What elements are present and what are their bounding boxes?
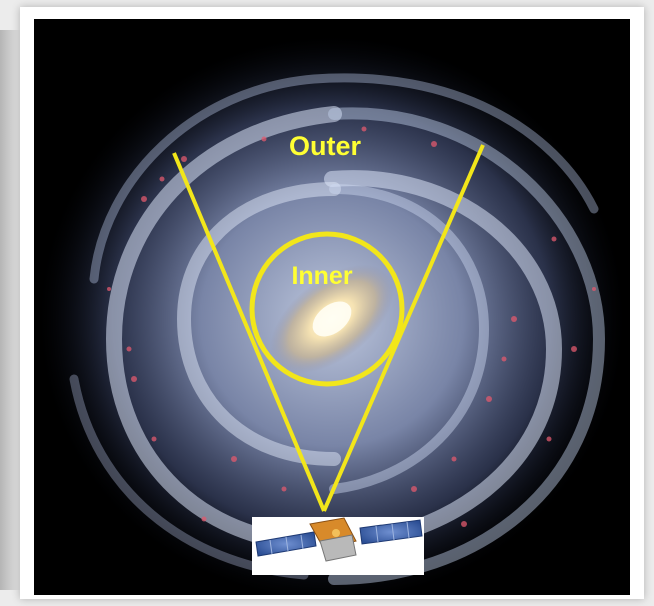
image-frame: Outer Inner [20,7,644,599]
inner-label: Inner [291,262,352,290]
galaxy-illustration: Outer Inner [34,19,630,595]
outer-label: Outer [289,131,362,161]
field-of-view-right-line [322,144,485,512]
star-forming-regions [107,126,596,542]
inner-region-circle [249,231,405,387]
galactic-core [312,301,352,337]
background-shade [0,30,20,590]
satellite-icon [252,517,424,575]
galaxy-image: Outer Inner [34,19,630,595]
field-of-view-left-line [172,152,326,512]
